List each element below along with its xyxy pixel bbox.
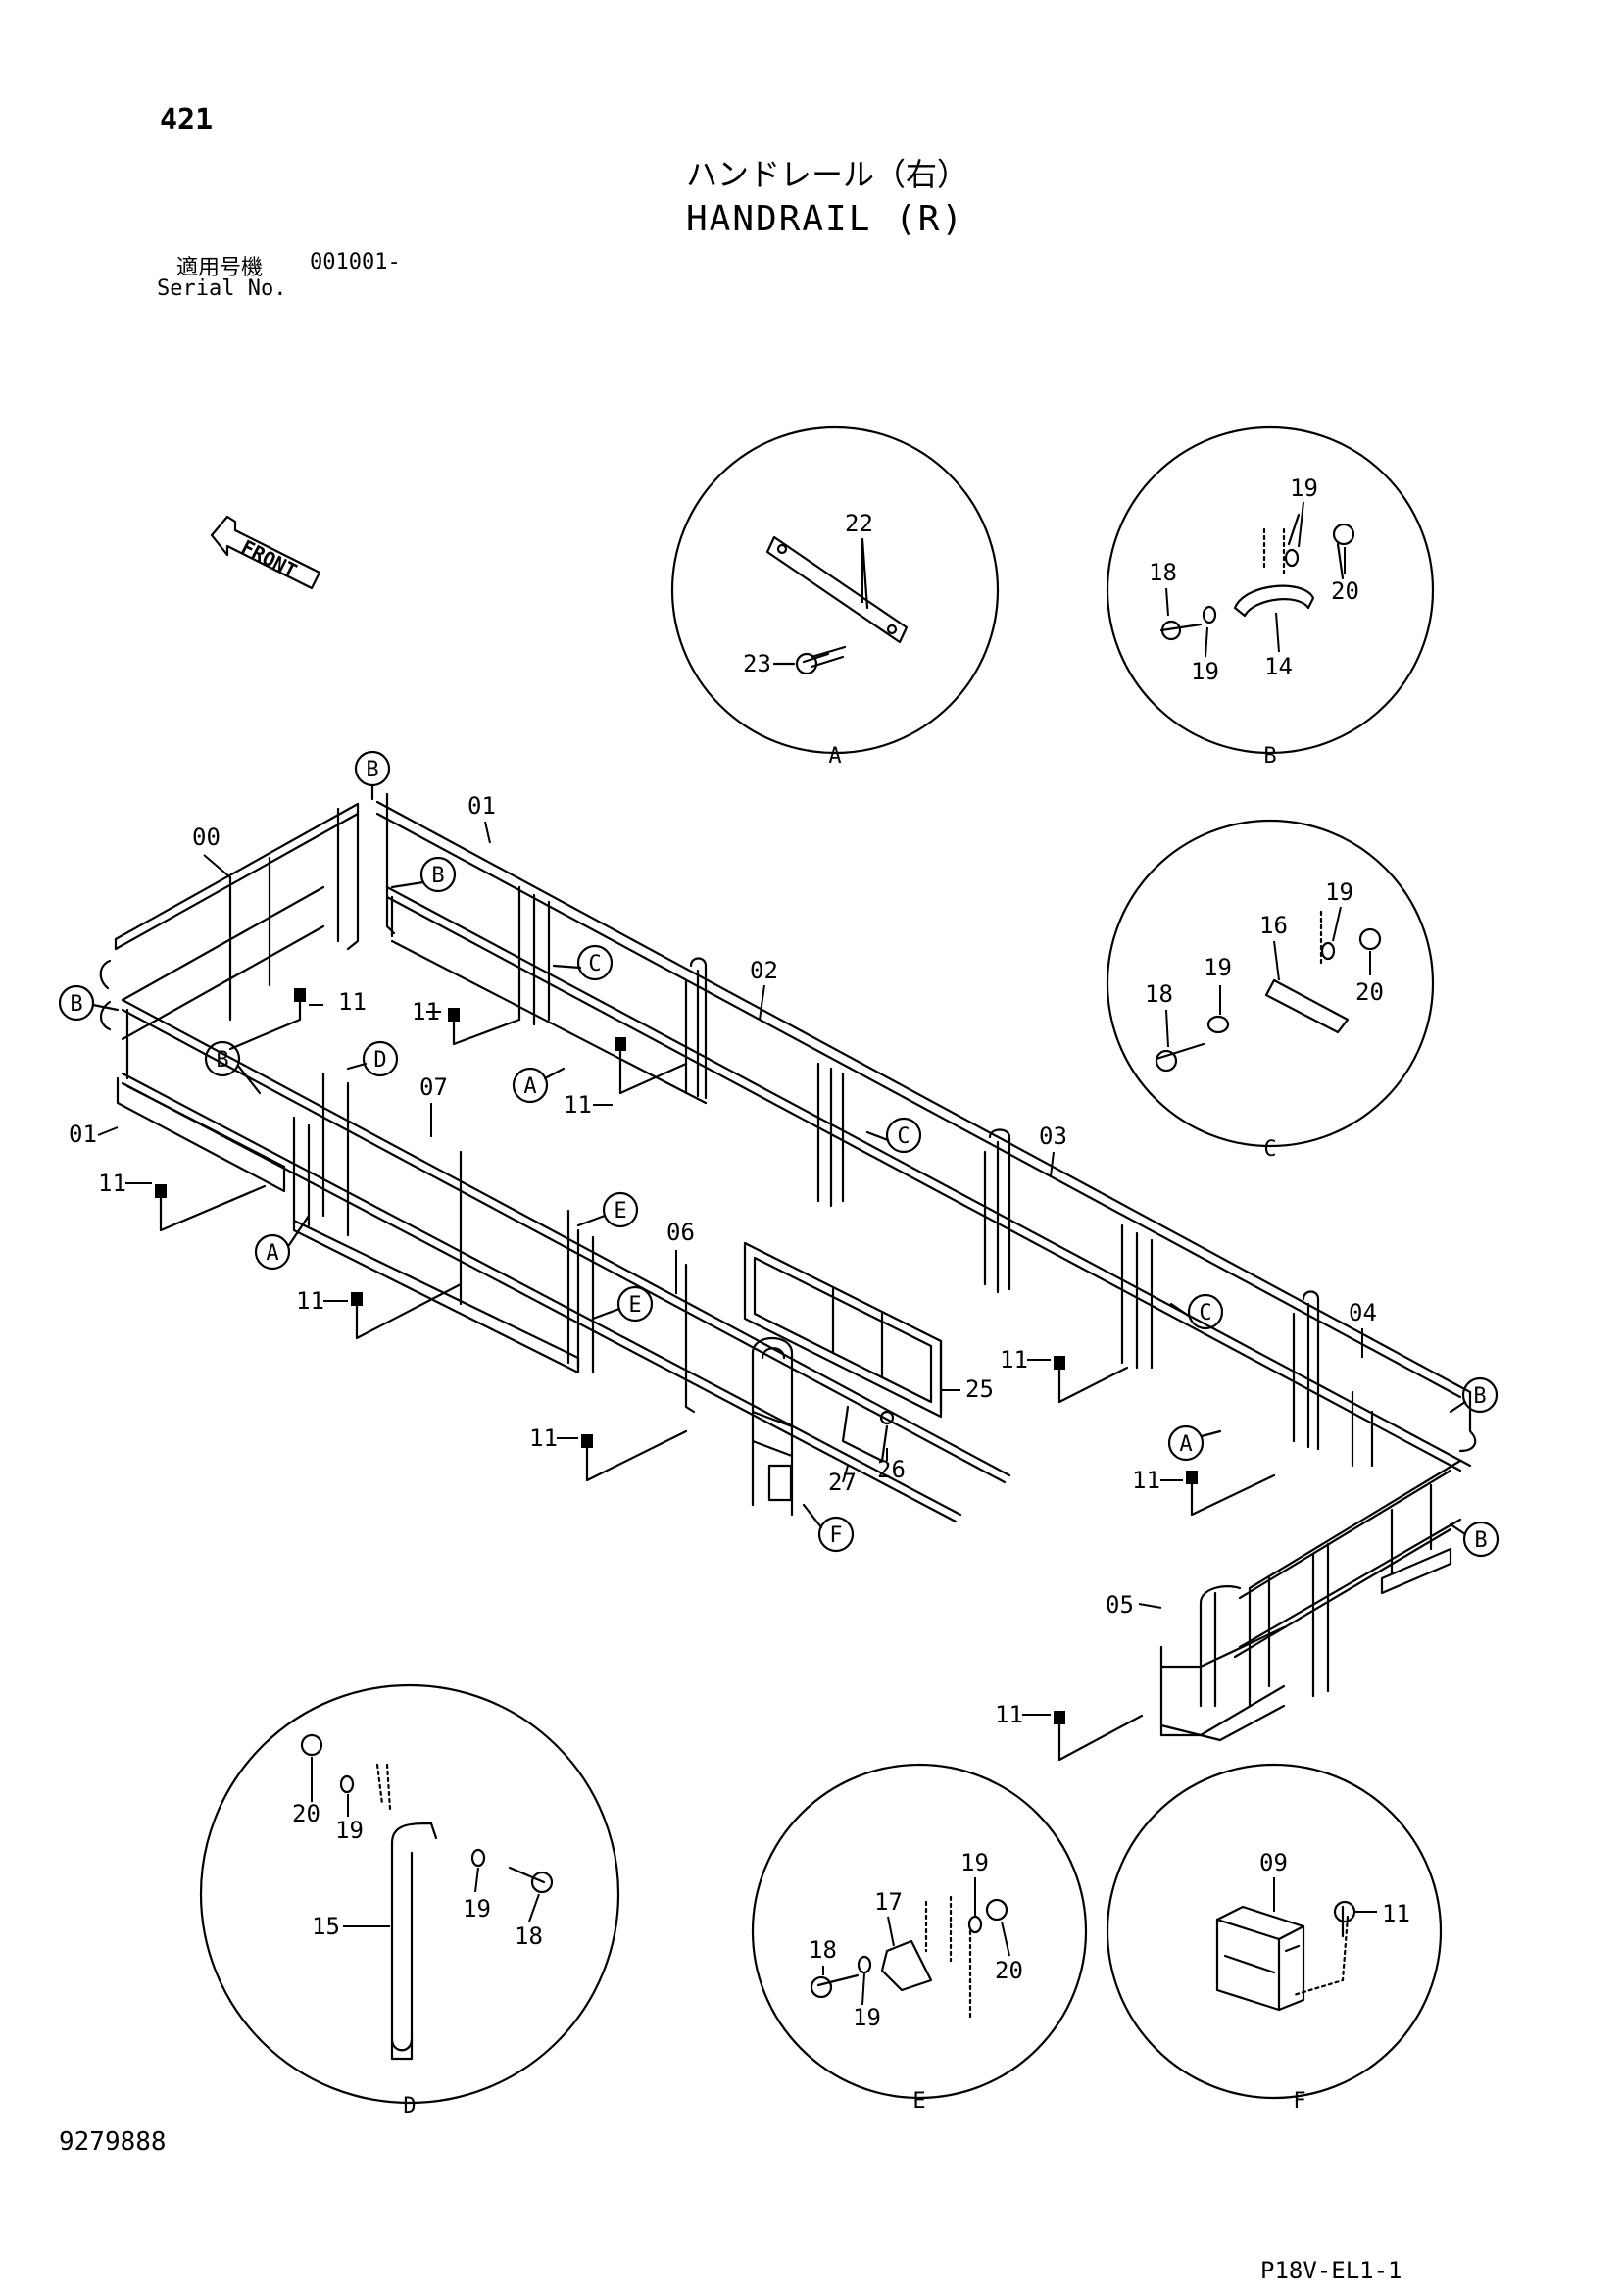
detail-d-part-18: 18 [515, 1922, 543, 1950]
detail-a-part-23: 23 [743, 650, 771, 677]
detail-c-part-19: 19 [1204, 954, 1232, 981]
detail-d-part-20: 20 [292, 1800, 320, 1827]
main-callout-a: A [523, 1074, 536, 1099]
detail-view-c [1106, 819, 1435, 1148]
title-japanese: ハンドレール（右） [686, 156, 969, 193]
page-number: 421 [160, 103, 214, 137]
document-number: 9279888 [59, 2127, 167, 2157]
main-callout-b: B [216, 1048, 228, 1073]
detail-letter-e: E [912, 2089, 925, 2114]
detail-letter-f: F [1293, 2089, 1305, 2114]
detail-e-part-17: 17 [874, 1888, 903, 1916]
title-english: HANDRAIL (R) [686, 199, 965, 239]
main-callout-a: A [1179, 1432, 1192, 1457]
detail-f-part-09: 09 [1259, 1849, 1288, 1876]
detail-view-b [1106, 425, 1435, 755]
main-callout-c: C [588, 952, 601, 976]
part-label-04: 04 [1349, 1299, 1377, 1326]
detail-f-part-11: 11 [1382, 1900, 1410, 1927]
part-label-07: 07 [419, 1073, 448, 1101]
detail-c-part-19: 19 [1325, 878, 1353, 906]
part-label-11: 11 [529, 1424, 558, 1452]
main-callout-e: E [628, 1293, 641, 1318]
detail-letter-a: A [828, 744, 841, 769]
detail-b-part-19: 19 [1290, 474, 1318, 502]
detail-letter-d: D [403, 2094, 416, 2119]
detail-a-part-22: 22 [845, 510, 873, 537]
detail-e-part-18: 18 [809, 1936, 837, 1964]
page-code: P18V-EL1-1 [1260, 2257, 1402, 2284]
detail-d-part-15: 15 [312, 1913, 340, 1940]
part-label-27: 27 [828, 1469, 857, 1496]
part-label-11: 11 [1132, 1467, 1160, 1494]
part-label-06: 06 [666, 1219, 695, 1246]
detail-c-part-18: 18 [1145, 980, 1173, 1008]
main-callout-d: D [373, 1048, 386, 1073]
serial-value: 001001- [310, 250, 401, 275]
detail-c-part-16: 16 [1259, 912, 1288, 939]
part-label-11: 11 [995, 1701, 1023, 1728]
detail-b-part-20: 20 [1331, 577, 1359, 605]
detail-d-part-19: 19 [335, 1817, 364, 1844]
detail-d-part-19: 19 [463, 1895, 491, 1922]
detail-leaders [311, 501, 1377, 2006]
callout-letters: B B C B B D A C E A C E B A B F A B C D … [70, 744, 1487, 2119]
detail-view-a [670, 425, 1000, 755]
part-label-11: 11 [98, 1170, 126, 1197]
main-callout-b: B [1473, 1384, 1486, 1409]
part-label-26: 26 [877, 1456, 906, 1483]
part-label-11: 11 [338, 988, 367, 1016]
front-label: FRONT [237, 535, 301, 583]
serial-label-english: Serial No. [157, 276, 287, 301]
leader-lines [97, 821, 1363, 1716]
part-label-03: 03 [1039, 1123, 1067, 1150]
main-callouts [58, 750, 1500, 1558]
part-label-05: 05 [1106, 1591, 1134, 1619]
main-callout-b: B [70, 992, 82, 1017]
detail-part-labels: 22 23 18 19 19 20 14 16 18 19 19 20 20 1… [292, 474, 1410, 2031]
front-arrow: FRONT [210, 515, 321, 590]
main-part-labels: 00 01 01 02 03 04 05 06 07 11 11 11 11 1… [69, 792, 1377, 1728]
main-callout-b: B [1474, 1528, 1487, 1553]
main-callout-c: C [1199, 1301, 1211, 1325]
detail-view-e [751, 1763, 1088, 2100]
detail-c-part-20: 20 [1355, 978, 1384, 1006]
detail-letter-c: C [1263, 1137, 1276, 1162]
part-label-02: 02 [750, 957, 778, 984]
main-callout-c: C [897, 1124, 910, 1149]
main-callout-b: B [431, 864, 444, 888]
detail-view-d [199, 1683, 620, 2105]
part-label-11: 11 [564, 1091, 592, 1119]
main-callout-b: B [366, 758, 378, 782]
main-callout-e: E [614, 1199, 626, 1223]
detail-view-f [1106, 1763, 1443, 2100]
detail-b-part-14: 14 [1264, 653, 1293, 680]
detail-e-part-19: 19 [960, 1849, 989, 1876]
detail-e-part-19: 19 [853, 2004, 881, 2031]
main-assembly [99, 792, 1477, 1762]
part-label-00: 00 [192, 824, 221, 851]
detail-letter-b: B [1263, 744, 1276, 769]
serial-label-japanese: 適用号機 [176, 256, 264, 280]
detail-b-part-18: 18 [1149, 559, 1177, 586]
main-callout-f: F [829, 1523, 842, 1548]
part-label-01-left: 01 [69, 1121, 97, 1148]
part-label-01: 01 [467, 792, 496, 820]
part-label-11: 11 [1000, 1346, 1028, 1373]
main-callout-a: A [266, 1241, 278, 1266]
detail-e-part-20: 20 [995, 1957, 1023, 1984]
detail-b-part-19: 19 [1191, 658, 1219, 685]
part-label-11: 11 [296, 1287, 324, 1315]
part-label-25: 25 [965, 1375, 994, 1403]
